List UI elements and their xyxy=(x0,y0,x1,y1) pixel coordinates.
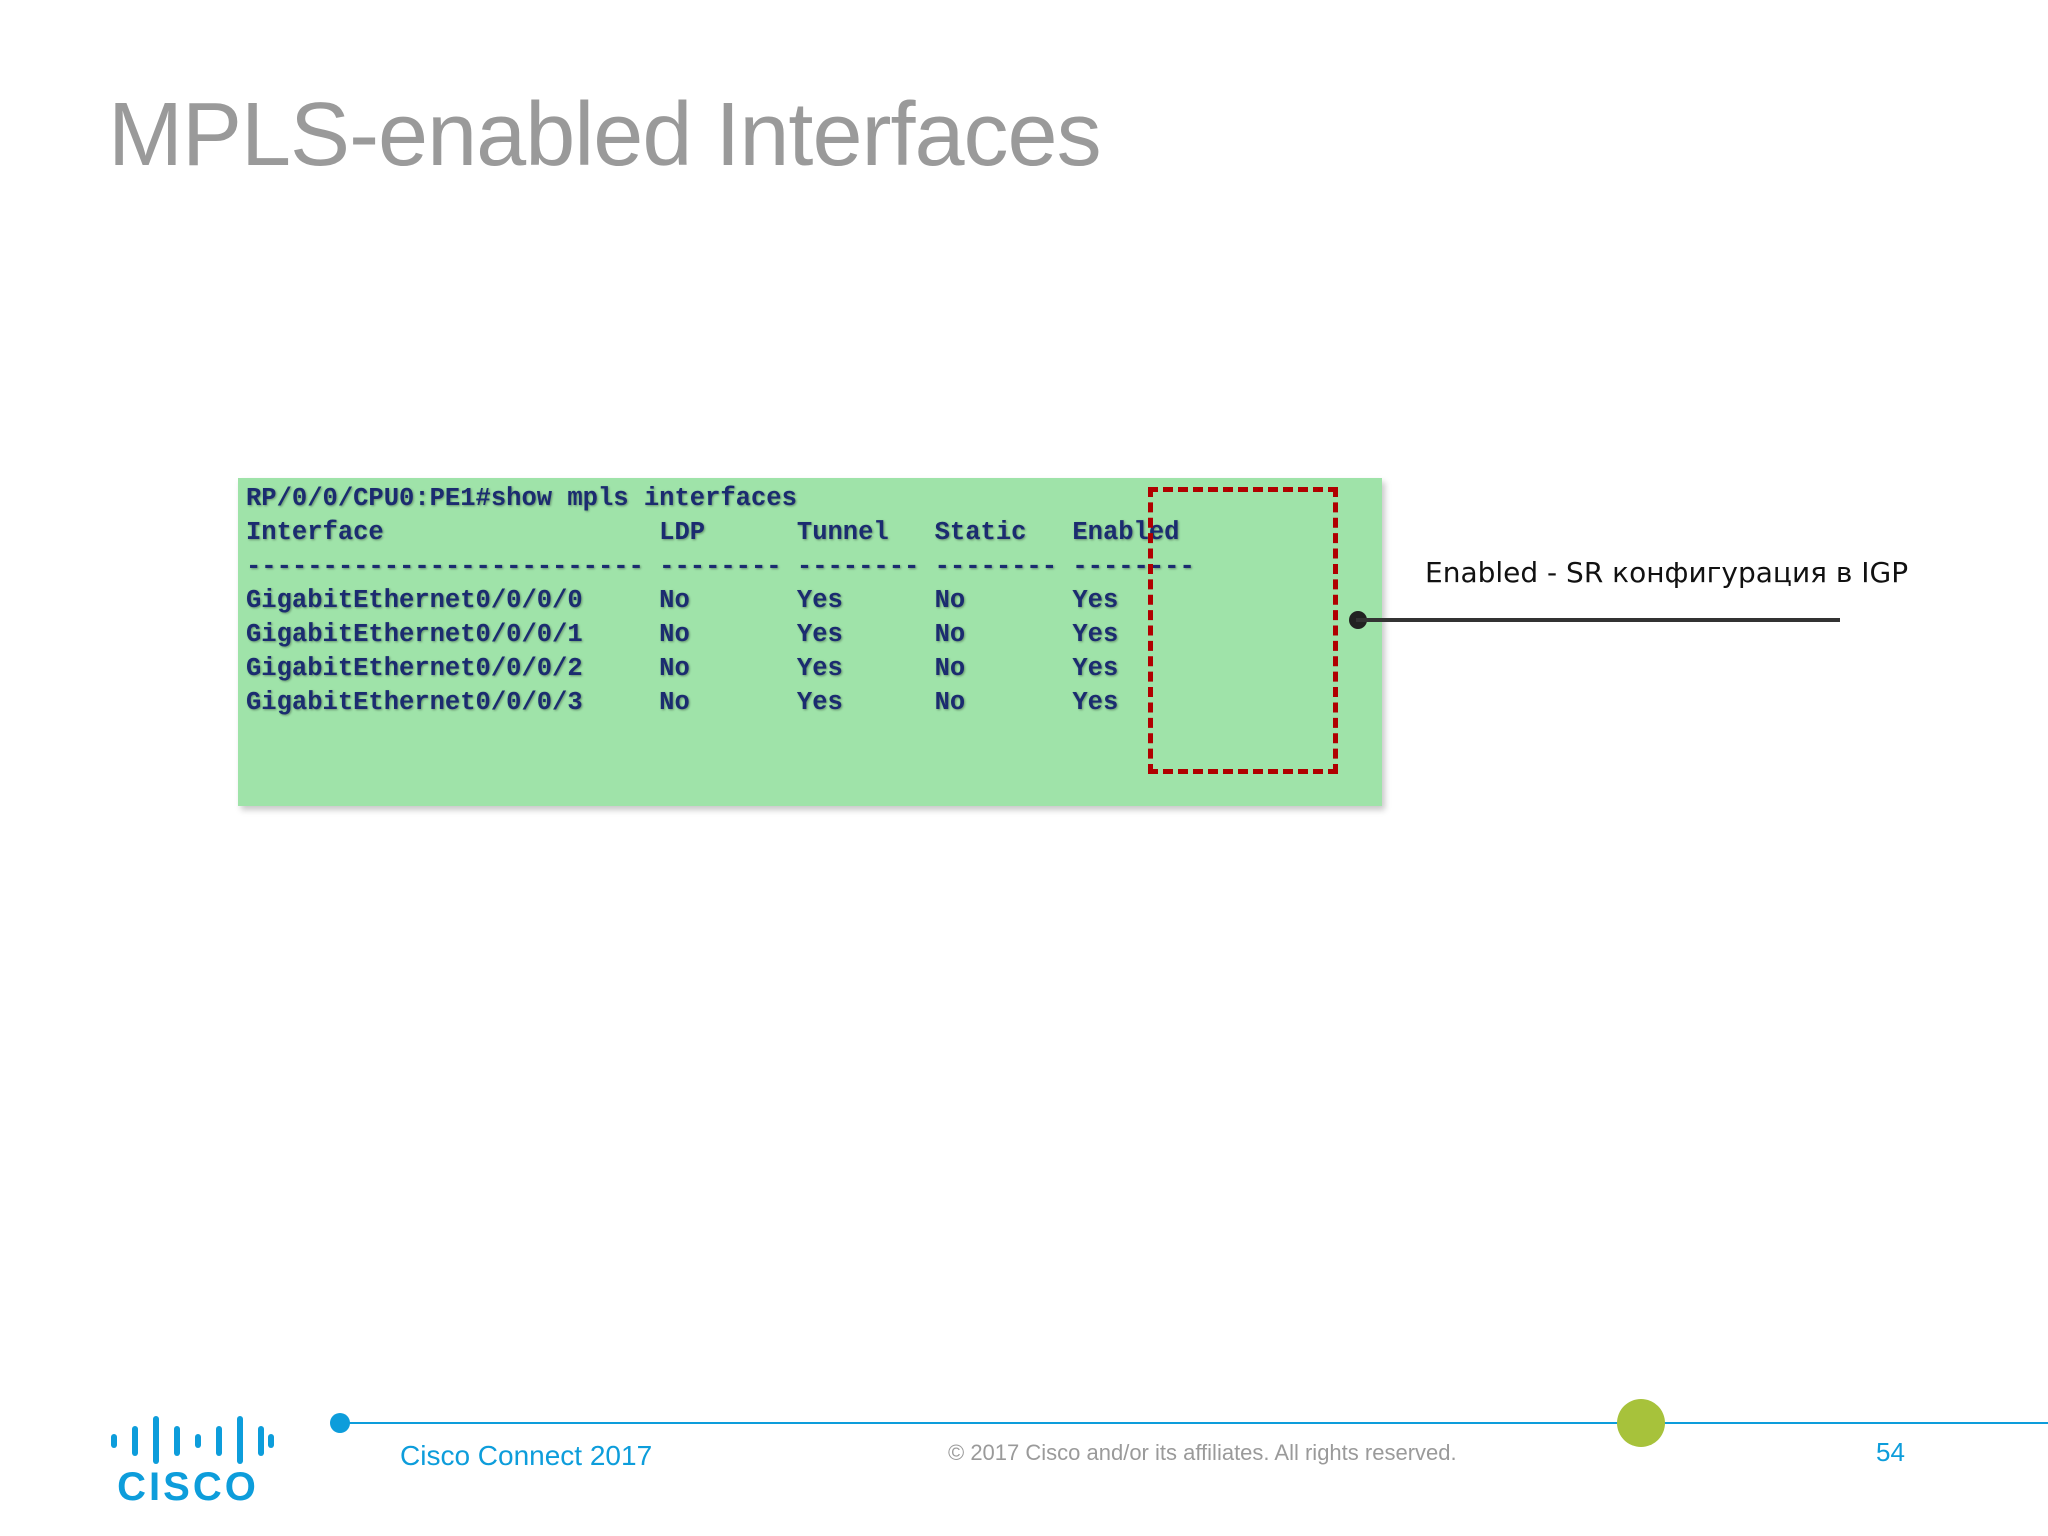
footer-divider-start-dot xyxy=(330,1413,350,1433)
terminal-interface-row: GigabitEthernet0/0/0/1 No Yes No Yes xyxy=(246,620,1119,649)
footer-event-name: Cisco Connect 2017 xyxy=(400,1440,653,1471)
cisco-logo-wordmark: CISCO xyxy=(117,1465,259,1504)
footer-divider xyxy=(340,1422,2048,1424)
cisco-logo-bars xyxy=(111,1416,274,1464)
terminal-interface-row: GigabitEthernet0/0/0/3 No Yes No Yes xyxy=(246,688,1119,717)
terminal-interface-row: GigabitEthernet0/0/0/2 No Yes No Yes xyxy=(246,654,1119,683)
page-number: 54 xyxy=(1876,1437,1905,1467)
slide-title: MPLS-enabled Interfaces xyxy=(108,85,1102,185)
terminal-separator-row: -------------------------- -------- ----… xyxy=(246,552,1195,581)
callout-pointer-line xyxy=(1356,618,1840,622)
terminal-header-row: Interface LDP Tunnel Static Enabled xyxy=(246,518,1180,547)
callout-label: Enabled - SR конфигурация в IGP xyxy=(1425,556,1909,589)
terminal-output-panel xyxy=(238,478,1382,806)
terminal-command-line: RP/0/0/CPU0:PE1#show mpls interfaces xyxy=(246,484,797,513)
terminal-output: RP/0/0/CPU0:PE1#show mpls interfaces Int… xyxy=(246,482,1195,720)
terminal-interface-row: GigabitEthernet0/0/0/0 No Yes No Yes xyxy=(246,586,1119,615)
footer-copyright: © 2017 Cisco and/or its affiliates. All … xyxy=(948,1440,1457,1465)
cisco-logo: CISCO xyxy=(111,1416,274,1504)
footer-progress-dot xyxy=(1617,1399,1665,1447)
enabled-column-highlight xyxy=(1148,487,1338,774)
